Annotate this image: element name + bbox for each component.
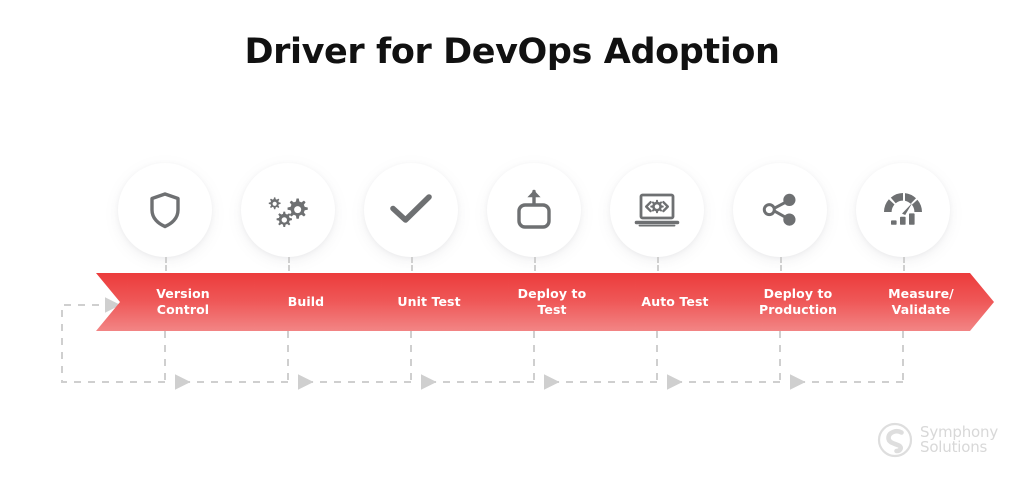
stage-icon-bubble[interactable] (610, 163, 704, 257)
stage-label: Deploy to Production (759, 286, 837, 317)
stage-label: Measure/ Validate (888, 286, 954, 317)
gauge-icon (884, 193, 922, 225)
stage-label: Build (287, 294, 325, 310)
brand-name: Symphony Solutions (920, 422, 998, 456)
checkmark-icon (390, 194, 432, 223)
bubble-chevron-connector (288, 257, 290, 279)
shield-icon (150, 192, 180, 229)
brand-logo: Symphony Solutions (877, 422, 998, 458)
stage-icon-bubble[interactable] (487, 163, 581, 257)
gears-icon (268, 197, 308, 227)
stage-label: Version Control (156, 286, 210, 317)
stage-icon-bubble[interactable] (241, 163, 335, 257)
laptop-code-icon (634, 193, 680, 227)
stage-icon-bubble[interactable] (364, 163, 458, 257)
bubble-chevron-connector (657, 257, 659, 279)
bubble-chevron-connector (780, 257, 782, 279)
bubble-chevron-connector (534, 257, 536, 279)
symphony-circle-mark (877, 422, 913, 458)
bubble-chevron-connector (903, 257, 905, 279)
upload-icon (517, 189, 551, 229)
page-title: Driver for DevOps Adoption (244, 32, 780, 72)
bubble-chevron-connector (411, 257, 413, 279)
stage-icon-bubble[interactable] (733, 163, 827, 257)
stage-chevron[interactable]: Measure/ Validate (834, 273, 994, 331)
stage-icon-bubble[interactable] (856, 163, 950, 257)
share-nodes-icon (762, 193, 796, 226)
bubble-chevron-connector (165, 257, 167, 279)
stage-label: Auto Test (641, 294, 709, 310)
stage-label: Unit Test (397, 294, 461, 310)
stage-label: Deploy to Test (517, 286, 587, 317)
stage-icon-bubble[interactable] (118, 163, 212, 257)
